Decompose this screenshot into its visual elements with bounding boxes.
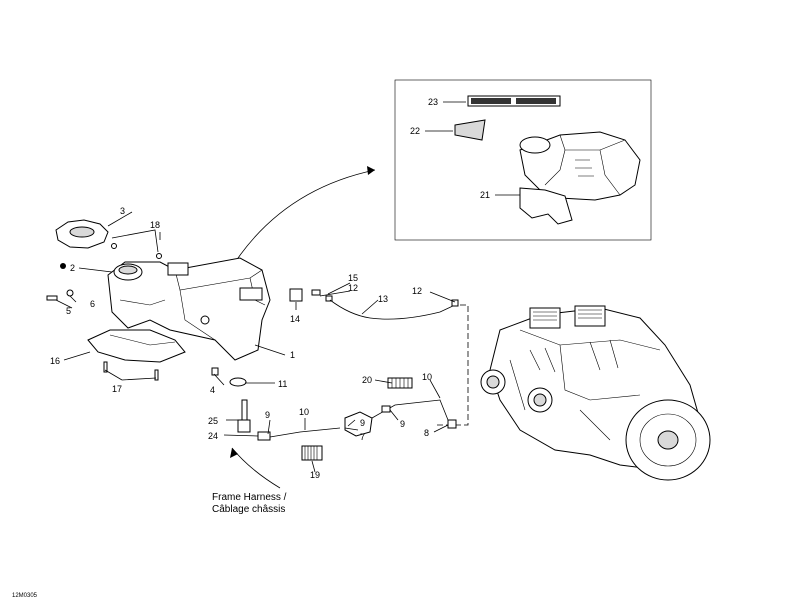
callout-12-right: 12	[412, 286, 422, 296]
vent-hose	[329, 299, 456, 320]
callout-14: 14	[290, 314, 300, 324]
callout-leader-lines	[55, 211, 456, 473]
callout-19: 19	[310, 470, 320, 480]
grommet	[289, 288, 303, 302]
callout-22: 22	[410, 126, 420, 136]
tank-cap	[55, 219, 109, 249]
callout-21: 21	[480, 190, 490, 200]
callout-16: 16	[50, 356, 60, 366]
callout-5: 5	[66, 306, 71, 316]
callout-12-upper: 12	[348, 283, 358, 293]
callout-8: 8	[424, 428, 429, 438]
diagram-reference-code: 12M0305	[12, 593, 38, 599]
callout-11: 11	[278, 379, 287, 389]
engine-assembly	[480, 305, 711, 481]
oil-tank	[107, 257, 271, 361]
callout-23: 23	[428, 97, 438, 107]
tank-hardware	[46, 243, 247, 387]
tank-bracket	[87, 329, 186, 363]
callout-25: 25	[208, 416, 218, 426]
callout-1: 1	[290, 350, 295, 360]
callout-10-upper: 10	[422, 372, 432, 382]
decal-inset-box: 23 22 21	[394, 79, 652, 241]
callout-9-left: 9	[265, 410, 270, 420]
callout-15: 15	[348, 273, 358, 283]
oil-line-assembly	[237, 377, 457, 461]
callout-20: 20	[362, 375, 372, 385]
callout-7: 7	[360, 432, 365, 442]
callout-4: 4	[210, 385, 215, 395]
callout-2: 2	[70, 263, 75, 273]
frame-harness-label-fr: Câblage châssis	[212, 504, 285, 515]
callout-17: 17	[112, 384, 122, 394]
callout-24: 24	[208, 431, 218, 441]
callout-9-mid: 9	[360, 418, 365, 428]
harness-pointer-arrow	[231, 447, 281, 489]
inset-pointer-arrow	[229, 169, 376, 271]
callout-10-lower: 10	[299, 407, 309, 417]
callout-13: 13	[378, 294, 388, 304]
callout-numbers: 3 18 2 6 5 16 17 1 4 11 15 12 13 12 14 2…	[50, 206, 432, 480]
callout-6: 6	[90, 299, 95, 309]
callout-3: 3	[120, 206, 125, 216]
callout-9-right: 9	[400, 419, 405, 429]
callout-18: 18	[150, 220, 160, 230]
frame-harness-label: Frame Harness /	[212, 492, 287, 503]
